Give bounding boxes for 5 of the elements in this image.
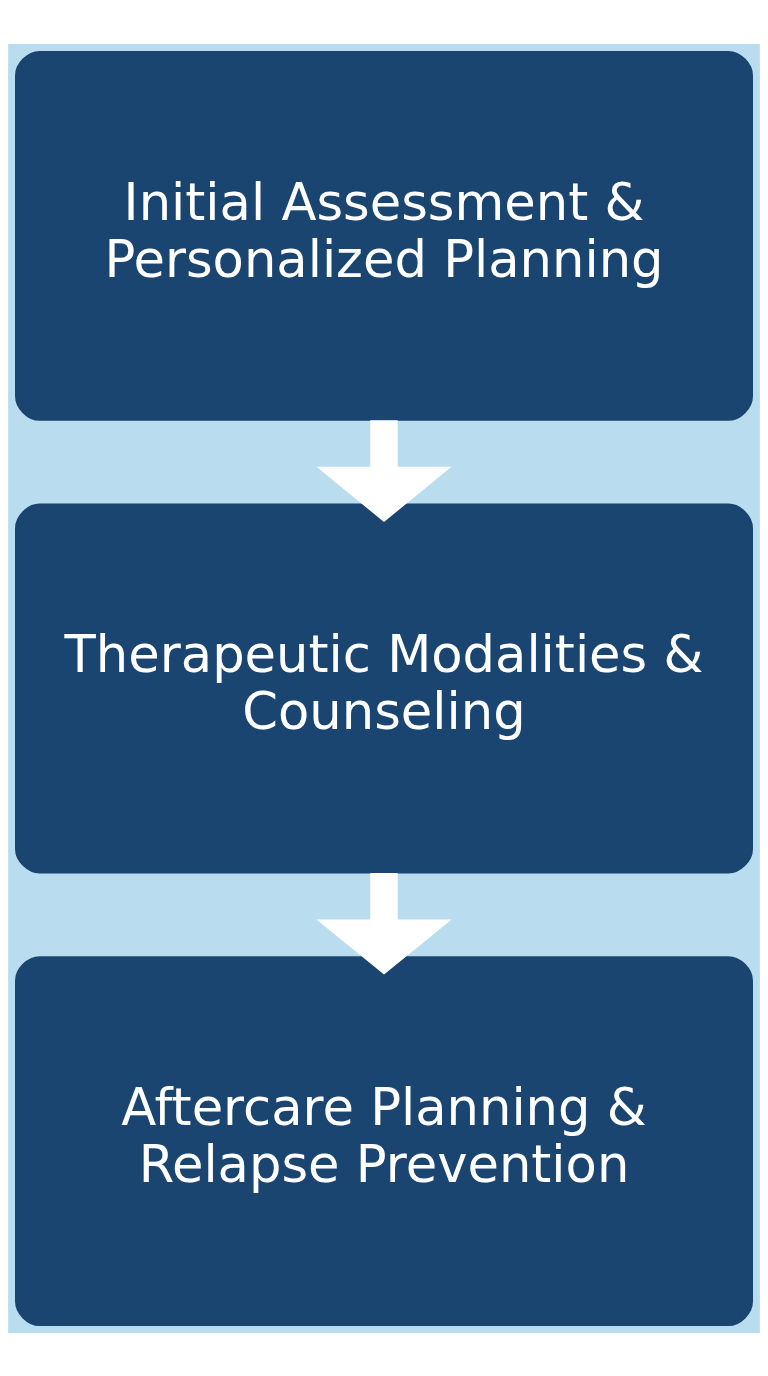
node-box: Therapeutic Modalities & Counseling (15, 503, 753, 873)
arrow (316, 872, 452, 975)
node-box: Initial Assessment & Personalized Planning (15, 50, 753, 421)
arrow (316, 419, 452, 522)
node-box: Aftercare Planning & Relapse Prevention (15, 955, 753, 1326)
